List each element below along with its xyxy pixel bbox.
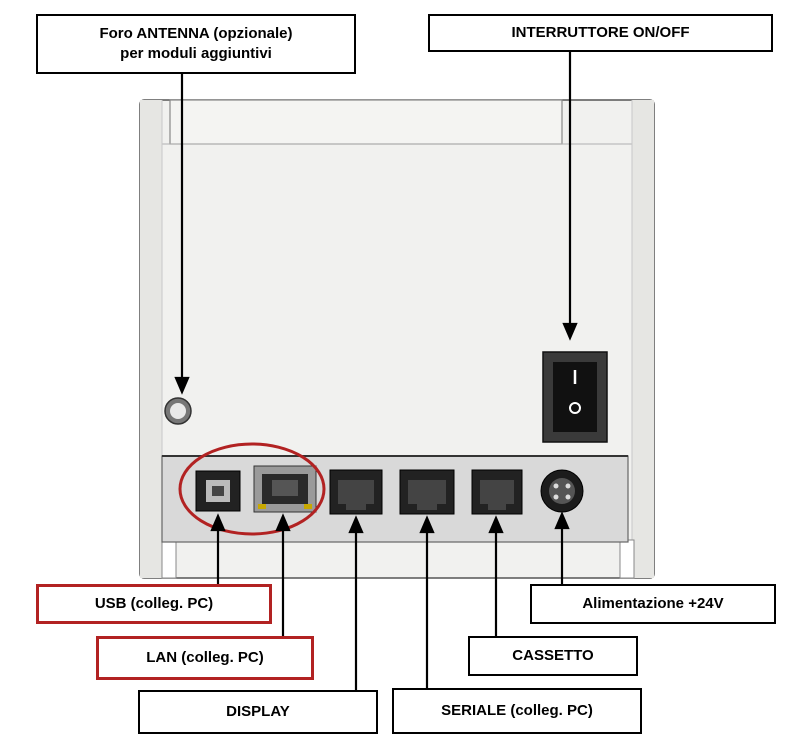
label-switch-text: INTERRUTTORE ON/OFF (511, 24, 690, 41)
label-display: DISPLAY (138, 690, 378, 734)
lan-port (253, 465, 317, 513)
power-jack (540, 469, 584, 513)
label-display-text: DISPLAY (226, 703, 290, 720)
label-antenna-line1: Foro ANTENNA (opzionale) (99, 25, 293, 42)
label-lan: LAN (colleg. PC) (96, 636, 314, 680)
power-switch (542, 351, 608, 443)
label-usb-text: USB (colleg. PC) (94, 595, 214, 612)
pointer-lines (174, 52, 578, 694)
label-power-text: Alimentazione +24V (582, 595, 724, 612)
label-usb: USB (colleg. PC) (36, 584, 272, 624)
label-seriale: SERIALE (colleg. PC) (392, 688, 642, 734)
label-power: Alimentazione +24V (530, 584, 776, 624)
label-cassetto-text: CASSETTO (512, 647, 594, 664)
highlight-ellipse (178, 442, 326, 536)
display-port (329, 469, 383, 515)
label-seriale-text: SERIALE (colleg. PC) (441, 702, 593, 719)
label-lan-text: LAN (colleg. PC) (146, 649, 264, 666)
antenna-hole (164, 397, 192, 425)
cassetto-port (471, 469, 523, 515)
label-antenna-line2: per moduli aggiuntivi (120, 45, 272, 62)
seriale-port (399, 469, 455, 515)
label-switch: INTERRUTTORE ON/OFF (428, 14, 773, 52)
label-cassetto: CASSETTO (468, 636, 638, 676)
label-antenna: Foro ANTENNA (opzionale) per moduli aggi… (36, 14, 356, 74)
usb-port (195, 470, 241, 512)
